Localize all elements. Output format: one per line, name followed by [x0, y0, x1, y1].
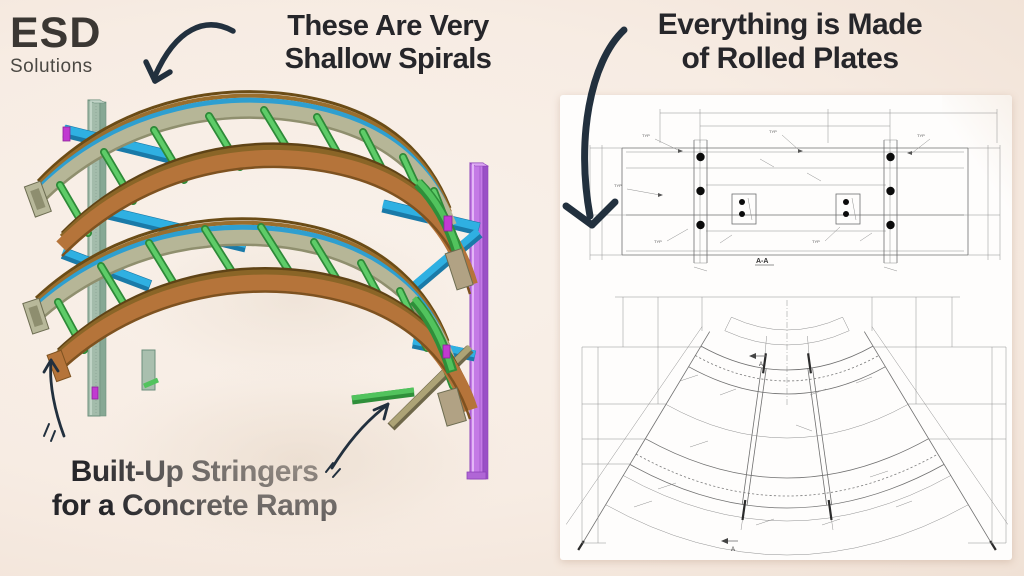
- esd-logo: ESD Solutions: [10, 9, 102, 77]
- support-column-right: [466, 162, 490, 480]
- plan-drawing: A A: [565, 296, 1009, 556]
- shop-drawings-panel: TYP TYP TYP TYP TYP TYP A-A: [560, 95, 1012, 560]
- callout-line: Everything is Made: [657, 8, 923, 41]
- svg-text:TYP: TYP: [614, 183, 622, 188]
- svg-text:TYP: TYP: [654, 239, 662, 244]
- splice-plate-right: [835, 193, 861, 225]
- callout-line: of Rolled Plates: [681, 41, 899, 75]
- spiral-stringer-3d-model: [22, 90, 515, 560]
- plan-leaders: [633, 374, 913, 526]
- svg-text:TYP: TYP: [812, 239, 820, 244]
- end-cap-lower-left: [22, 297, 50, 335]
- bolt-column-right: [883, 139, 898, 264]
- stiffener-right: [807, 335, 834, 531]
- section-marker-bottom: A: [721, 538, 738, 553]
- stiffener-left: [740, 335, 767, 531]
- section-drawing: TYP TYP TYP TYP TYP TYP A-A: [589, 109, 1001, 272]
- panel-sheen: [942, 95, 1012, 215]
- section-marker-top: A: [749, 353, 766, 368]
- callout-line: These Are Very: [287, 10, 489, 42]
- bolt-column-left: [693, 139, 708, 264]
- section-caption: A-A: [756, 258, 768, 265]
- svg-text:TYP: TYP: [642, 133, 650, 138]
- callout-shallow-spirals: These Are Very Shallow Spirals: [252, 10, 524, 76]
- logo-subtitle: Solutions: [10, 56, 93, 77]
- weld-leaders: TYP TYP TYP TYP TYP TYP: [614, 129, 931, 244]
- logo-title: ESD: [10, 9, 102, 57]
- hanger-post-sage: [141, 349, 159, 391]
- end-cap-lower-right: [437, 387, 467, 427]
- callout-line: Shallow Spirals: [284, 42, 492, 75]
- ramp-lower: [22, 217, 478, 427]
- svg-text:TYP: TYP: [917, 133, 925, 138]
- callout-rolled-plates: Everything is Made of Rolled Plates: [625, 8, 955, 76]
- connection-plates-magenta: [62, 126, 453, 400]
- svg-text:A: A: [759, 362, 763, 368]
- end-cap-upper-right: [444, 247, 474, 291]
- svg-text:A: A: [731, 547, 735, 553]
- shop-drawings: TYP TYP TYP TYP TYP TYP A-A: [565, 109, 1009, 556]
- splice-plate-left: [731, 193, 757, 225]
- end-cap-upper-left: [23, 180, 52, 218]
- svg-text:TYP: TYP: [769, 129, 777, 134]
